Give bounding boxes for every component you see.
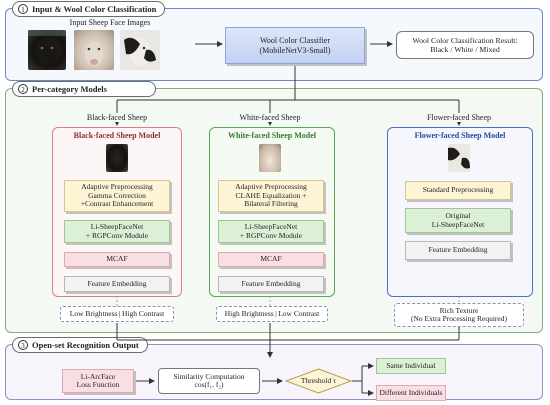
flower-backbone-label: Original Li-SheepFaceNet	[431, 211, 485, 229]
diamond-shape	[285, 368, 352, 394]
section3-title: Open-set Recognition Output	[32, 340, 139, 350]
threshold-diamond: Threshold τ	[285, 368, 352, 394]
section2-header: 2 Per-category Models	[12, 81, 156, 97]
similarity-label: Similarity Computation cos(f₁, f₂)	[173, 371, 245, 389]
sheep-face-icon	[28, 30, 66, 65]
same-individual-label: Same Individual	[386, 360, 436, 370]
sheep-face-icon	[124, 37, 156, 66]
threshold-label: Threshold τ	[300, 375, 337, 385]
white-mcaf-label: MCAF	[260, 254, 282, 264]
section3-number: 3	[18, 340, 28, 350]
white-backbone-label: Li-SheepFaceNet + RGPConv Module	[239, 222, 303, 240]
black-mcaf: MCAF	[64, 252, 170, 267]
black-embedding: Feature Embedding	[64, 276, 170, 292]
white-backbone: Li-SheepFaceNet + RGPConv Module	[218, 220, 324, 243]
classifier-label: Wool Color Classifier (MobileNetV3-Small…	[259, 36, 331, 55]
section1-number: 1	[18, 4, 28, 14]
white-mcaf: MCAF	[218, 252, 324, 267]
flower-backbone: Original Li-SheepFaceNet	[405, 208, 511, 233]
li-arcface-loss: Li-ArcFace Loss Function	[62, 369, 134, 393]
flower-sheep-photo	[120, 30, 160, 70]
different-individuals-label: Different Individuals	[379, 387, 443, 397]
flower-model-photo	[448, 144, 470, 172]
black-mcaf-label: MCAF	[106, 254, 128, 264]
white-embedding-label: Feature Embedding	[241, 278, 301, 288]
white-preprocess-label: Adaptive Preprocessing CLAHE Equalizatio…	[235, 182, 307, 209]
loss-label: Li-ArcFace Loss Function	[76, 371, 120, 389]
different-individuals: Different Individuals	[376, 385, 446, 401]
black-branch-label: Black-faced Sheep	[72, 113, 162, 122]
sheep-face-icon	[85, 42, 103, 66]
section1-header: 1 Input & Wool Color Classification	[12, 1, 166, 17]
white-sheep-photo	[74, 30, 114, 70]
section1-title: Input & Wool Color Classification	[32, 4, 157, 14]
black-backbone-label: Li-SheepFaceNet + RGPConv Module	[85, 222, 149, 240]
black-model-photo	[106, 144, 128, 172]
section3-header: 3 Open-set Recognition Output	[12, 337, 148, 353]
flower-note-label: Rich Texture (No Extra Processing Requir…	[410, 305, 508, 323]
section2-number: 2	[18, 84, 28, 94]
black-preprocess: Adaptive Preprocessing Gamma Correction …	[64, 180, 170, 212]
black-sheep-photo	[28, 30, 66, 70]
black-backbone: Li-SheepFaceNet + RGPConv Module	[64, 220, 170, 243]
white-preprocess: Adaptive Preprocessing CLAHE Equalizatio…	[218, 180, 324, 212]
section2-title: Per-category Models	[32, 84, 107, 94]
sheep-face-icon	[448, 147, 470, 169]
black-preprocess-label: Adaptive Preprocessing Gamma Correction …	[80, 182, 154, 209]
white-branch-label: White-faced Sheep	[225, 113, 315, 122]
flower-preprocess: Standard Preprocessing	[405, 181, 511, 200]
black-embedding-label: Feature Embedding	[87, 278, 147, 288]
flower-branch-label: Flower-faced Sheep	[412, 113, 506, 122]
white-note-label: High Brightness | Low Contrast	[224, 308, 320, 318]
wool-color-classifier: Wool Color Classifier (MobileNetV3-Small…	[225, 27, 365, 64]
same-individual: Same Individual	[376, 358, 446, 374]
classification-result: Wool Color Classification Result: Black …	[396, 31, 534, 59]
black-note: Low Brightness | High Contrast	[60, 306, 174, 322]
white-model-title: White-faced Sheep Model	[228, 131, 316, 140]
white-note: High Brightness | Low Contrast	[216, 306, 328, 322]
white-embedding: Feature Embedding	[218, 276, 324, 292]
flower-model-title: Flower-faced Sheep Model	[414, 131, 506, 140]
flower-preprocess-label: Standard Preprocessing	[422, 185, 494, 195]
flower-embedding-label: Feature Embedding	[428, 245, 488, 255]
result-label: Wool Color Classification Result: Black …	[412, 35, 518, 55]
similarity-computation: Similarity Computation cos(f₁, f₂)	[158, 368, 260, 394]
black-model-title: Black-faced Sheep Model	[73, 131, 161, 140]
flower-note: Rich Texture (No Extra Processing Requir…	[394, 303, 524, 327]
black-note-label: Low Brightness | High Contrast	[69, 308, 165, 318]
white-model-photo	[259, 144, 281, 172]
flower-embedding: Feature Embedding	[405, 241, 511, 260]
input-images-label: Input Sheep Face Images	[69, 18, 151, 27]
